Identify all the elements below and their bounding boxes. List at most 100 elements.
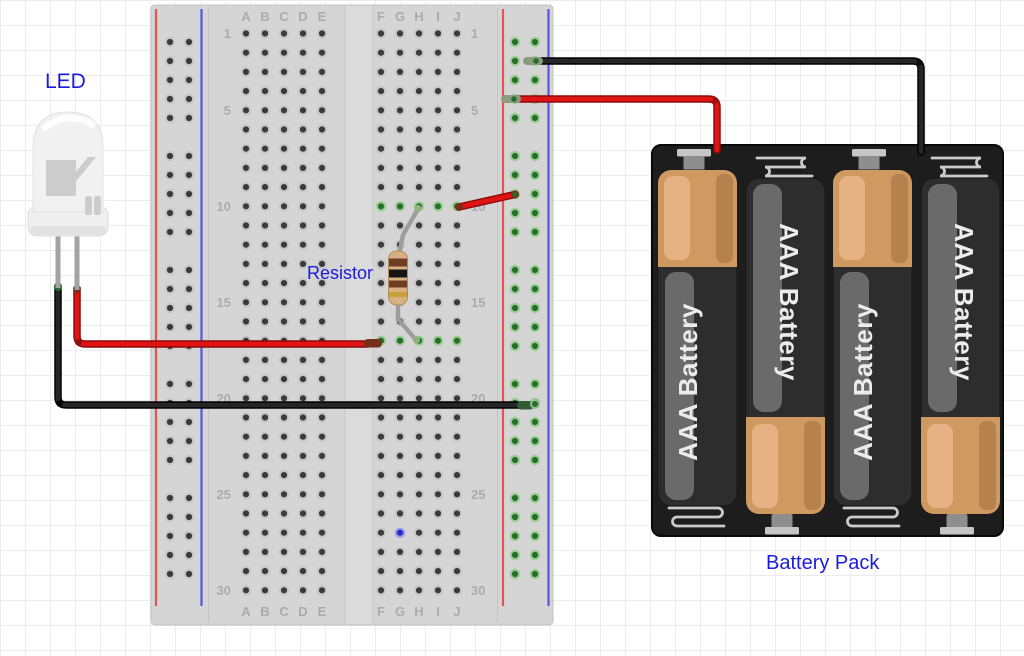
breadboard-hole[interactable] — [164, 150, 176, 162]
breadboard-hole[interactable] — [297, 85, 309, 97]
breadboard-hole[interactable] — [432, 450, 444, 462]
breadboard-hole[interactable] — [297, 508, 309, 519]
breadboard-hole[interactable] — [240, 565, 252, 577]
breadboard-hole[interactable] — [259, 181, 271, 193]
breadboard-hole[interactable] — [297, 258, 309, 270]
breadboard-hole[interactable] — [509, 568, 521, 580]
breadboard-hole[interactable] — [529, 188, 541, 200]
breadboard-hole[interactable] — [297, 181, 309, 193]
breadboard-hole[interactable] — [316, 220, 328, 231]
breadboard-hole[interactable] — [375, 28, 387, 39]
breadboard-hole[interactable] — [451, 450, 463, 462]
breadboard-hole[interactable] — [432, 316, 444, 327]
breadboard-hole[interactable] — [509, 454, 521, 466]
breadboard-hole[interactable] — [529, 340, 541, 352]
breadboard-hole[interactable] — [394, 335, 406, 346]
breadboard-hole[interactable] — [316, 85, 328, 97]
breadboard-hole[interactable] — [297, 277, 309, 289]
breadboard-hole[interactable] — [183, 492, 195, 504]
breadboard-hole[interactable] — [394, 393, 406, 404]
breadboard-hole[interactable] — [183, 568, 195, 580]
breadboard-hole[interactable] — [375, 393, 387, 404]
breadboard-hole[interactable] — [375, 277, 387, 289]
breadboard-hole[interactable] — [259, 527, 271, 538]
breadboard-hole[interactable] — [278, 181, 290, 193]
breadboard-hole[interactable] — [297, 239, 309, 250]
breadboard-hole[interactable] — [394, 181, 406, 193]
breadboard-hole[interactable] — [240, 450, 252, 462]
breadboard-hole[interactable] — [240, 105, 252, 116]
breadboard-hole[interactable] — [316, 47, 328, 58]
breadboard-hole[interactable] — [316, 258, 328, 270]
breadboard-hole[interactable] — [451, 393, 463, 404]
breadboard-hole[interactable] — [240, 85, 252, 97]
breadboard-hole[interactable] — [259, 258, 271, 270]
breadboard-hole[interactable] — [394, 585, 406, 596]
breadboard-hole[interactable] — [509, 207, 521, 219]
breadboard-hole[interactable] — [278, 527, 290, 538]
breadboard-hole[interactable] — [451, 85, 463, 97]
breadboard-hole[interactable] — [316, 450, 328, 462]
breadboard-hole[interactable] — [432, 335, 444, 346]
breadboard-hole[interactable] — [316, 565, 328, 577]
breadboard-hole[interactable] — [413, 105, 425, 116]
breadboard-hole[interactable] — [394, 105, 406, 116]
breadboard-hole[interactable] — [183, 454, 195, 466]
breadboard-hole[interactable] — [259, 565, 271, 577]
breadboard-hole[interactable] — [394, 431, 406, 442]
breadboard-hole[interactable] — [316, 508, 328, 519]
breadboard-hole[interactable] — [297, 47, 309, 58]
breadboard-hole[interactable] — [183, 150, 195, 162]
breadboard-hole[interactable] — [451, 28, 463, 39]
breadboard-hole[interactable] — [297, 393, 309, 404]
breadboard-hole[interactable] — [316, 412, 328, 423]
breadboard-hole[interactable] — [509, 416, 521, 428]
breadboard-hole[interactable] — [432, 181, 444, 193]
breadboard-hole[interactable] — [375, 508, 387, 519]
breadboard-hole[interactable] — [432, 85, 444, 97]
breadboard-hole[interactable] — [432, 258, 444, 270]
breadboard-hole[interactable] — [240, 393, 252, 404]
breadboard-hole[interactable] — [259, 143, 271, 154]
breadboard-hole[interactable] — [278, 162, 290, 174]
breadboard-hole[interactable] — [451, 508, 463, 519]
wire-bend-point[interactable] — [75, 339, 82, 346]
breadboard-hole[interactable] — [509, 492, 521, 504]
breadboard-hole[interactable] — [183, 435, 195, 447]
breadboard-hole[interactable] — [451, 354, 463, 366]
breadboard-hole[interactable] — [278, 546, 290, 558]
breadboard-hole[interactable] — [432, 66, 444, 78]
breadboard-hole[interactable] — [451, 220, 463, 231]
breadboard-hole[interactable] — [413, 181, 425, 193]
breadboard-hole[interactable] — [259, 393, 271, 404]
breadboard-hole[interactable] — [413, 47, 425, 58]
breadboard-hole[interactable] — [432, 508, 444, 519]
breadboard-hole[interactable] — [316, 316, 328, 327]
breadboard-hole[interactable] — [278, 47, 290, 58]
breadboard-hole[interactable] — [297, 28, 309, 39]
breadboard-hole[interactable] — [432, 143, 444, 154]
breadboard-hole[interactable] — [451, 527, 463, 538]
breadboard-hole[interactable] — [394, 28, 406, 39]
resistor[interactable] — [388, 204, 422, 344]
breadboard-hole[interactable] — [240, 354, 252, 366]
breadboard-hole[interactable] — [451, 373, 463, 385]
breadboard-hole[interactable] — [451, 277, 463, 289]
breadboard-hole[interactable] — [432, 354, 444, 366]
breadboard-hole[interactable] — [183, 283, 195, 295]
breadboard-hole[interactable] — [451, 585, 463, 596]
breadboard-hole[interactable] — [413, 162, 425, 174]
breadboard-hole[interactable] — [240, 28, 252, 39]
breadboard-hole[interactable] — [394, 412, 406, 423]
breadboard-hole[interactable] — [375, 143, 387, 154]
breadboard-hole[interactable] — [297, 565, 309, 577]
breadboard-hole[interactable] — [164, 549, 176, 561]
breadboard-hole[interactable] — [413, 28, 425, 39]
breadboard-hole[interactable] — [529, 416, 541, 428]
breadboard-hole[interactable] — [509, 549, 521, 561]
breadboard-hole[interactable] — [278, 85, 290, 97]
breadboard-hole[interactable] — [375, 47, 387, 58]
breadboard-hole[interactable] — [316, 239, 328, 250]
breadboard-hole[interactable] — [451, 162, 463, 174]
